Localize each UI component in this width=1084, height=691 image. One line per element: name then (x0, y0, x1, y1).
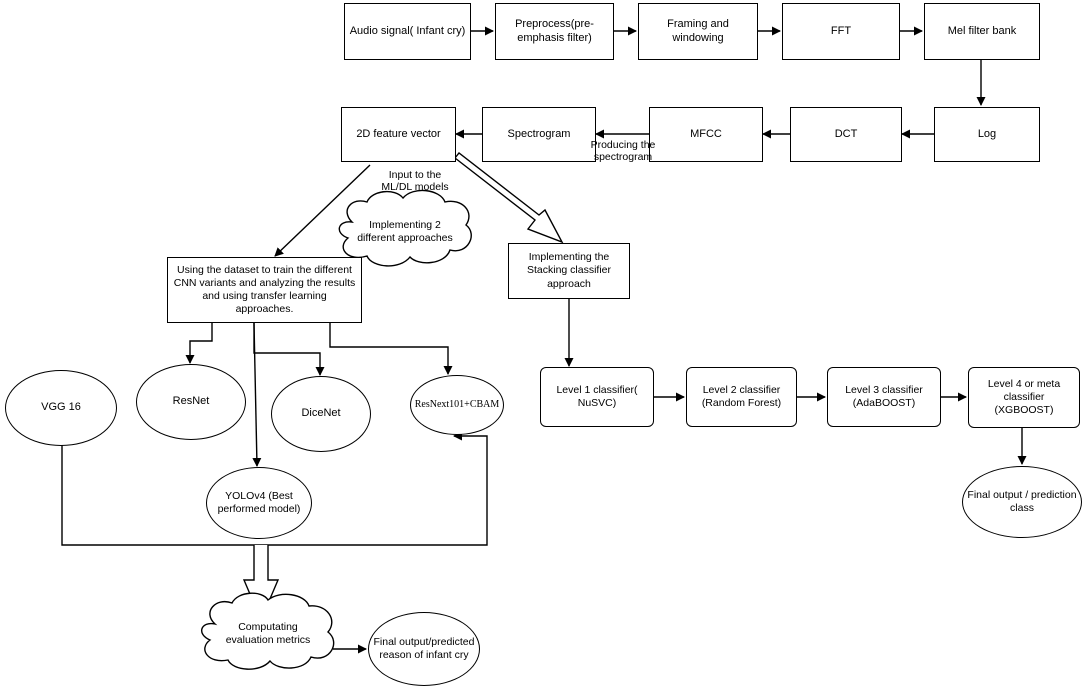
mel-filter-text: Mel filter bank (947, 24, 1017, 37)
resnet-ellipse: ResNet (136, 364, 246, 440)
arrow-cnn-to-yolov4 (252, 322, 262, 467)
mfcc-text: MFCC (690, 127, 722, 140)
train-cnn-box: Using the dataset to train the different… (167, 257, 362, 323)
final-prediction-ellipse: Final output / prediction class (962, 466, 1082, 538)
audio-signal-text: Audio signal( Infant cry) (349, 24, 466, 37)
dicenet-ellipse: DiceNet (271, 376, 371, 452)
final-reason-ellipse: Final output/predicted reason of infant … (368, 612, 480, 686)
train-cnn-text: Using the dataset to train the different… (173, 263, 356, 316)
input-models-label: Input to the ML/DL models (381, 169, 449, 194)
mel-filter-box: Mel filter bank (924, 3, 1040, 60)
dicenet-text: DiceNet (301, 407, 341, 420)
level3-box: Level 3 classifier (AdaBOOST) (827, 367, 941, 427)
resnext-ellipse: ResNext101+CBAM (410, 375, 504, 435)
yolov4-ellipse: YOLOv4 (Best performed model) (206, 467, 312, 539)
level1-text: Level 1 classifier( NuSVC) (556, 383, 638, 409)
yolov4-text: YOLOv4 (Best performed model) (217, 489, 301, 515)
log-box: Log (934, 107, 1040, 162)
connector-vgg-bus (61, 431, 488, 546)
final-reason-text: Final output/predicted reason of infant … (373, 635, 475, 661)
arrow-cnn-to-dicenet (253, 323, 325, 376)
vgg16-text: VGG 16 (41, 401, 81, 414)
spectrogram-box: Spectrogram (482, 107, 596, 162)
level2-box: Level 2 classifier (Random Forest) (686, 367, 797, 427)
level1-box: Level 1 classifier( NuSVC) (540, 367, 654, 427)
level4-box: Level 4 or meta classifier (XGBOOST) (968, 367, 1080, 428)
producing-spectrogram-label: Producing the spectrogram (590, 139, 656, 164)
resnet-text: ResNet (172, 395, 210, 408)
level3-text: Level 3 classifier (AdaBOOST) (845, 383, 923, 409)
hollow-arrow-feature-to-stacking (454, 152, 564, 244)
mfcc-box: MFCC (649, 107, 763, 162)
log-text: Log (977, 127, 997, 140)
evaluation-cloud: Computating evaluation metrics (225, 621, 311, 646)
resnext-text: ResNext101+CBAM (414, 398, 500, 410)
level4-text: Level 4 or meta classifier (XGBOOST) (987, 377, 1061, 417)
vgg16-ellipse: VGG 16 (5, 370, 117, 446)
final-prediction-text: Final output / prediction class (967, 488, 1077, 514)
dct-box: DCT (790, 107, 902, 162)
cloud-two-approaches-shape (338, 189, 472, 267)
audio-signal-box: Audio signal( Infant cry) (344, 3, 471, 60)
cloud-evaluation-shape (201, 592, 335, 670)
stacking-text: Implementing the Stacking classifier app… (526, 251, 612, 290)
feature-vector-text: 2D feature vector (356, 127, 441, 140)
dct-text: DCT (834, 127, 858, 140)
arrow-cnn-to-resnet (185, 323, 213, 364)
arrow-feature-to-cnn (274, 164, 371, 257)
preprocess-text: Preprocess(pre-emphasis filter) (515, 17, 594, 44)
arrow-cnn-to-resnext (329, 323, 453, 375)
framing-text: Framing and windowing (667, 17, 729, 44)
stacking-box: Implementing the Stacking classifier app… (508, 243, 630, 299)
two-approaches-cloud: Implementing 2 different approaches (357, 219, 453, 244)
framing-box: Framing and windowing (638, 3, 758, 60)
spectrogram-text: Spectrogram (507, 127, 571, 140)
level2-text: Level 2 classifier (Random Forest) (701, 383, 782, 409)
fft-box: FFT (782, 3, 900, 60)
fft-text: FFT (830, 24, 852, 37)
feature-vector-box: 2D feature vector (341, 107, 456, 162)
preprocess-box: Preprocess(pre-emphasis filter) (495, 3, 614, 60)
